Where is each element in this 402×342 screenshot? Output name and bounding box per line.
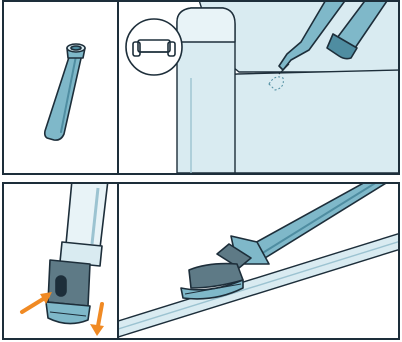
sofa-icon [126,19,182,75]
arrow-down-icon [90,304,104,336]
crevice-tool-illustration [4,2,117,173]
brush-attachment-illustration [4,184,117,338]
instruction-row-crevice-tool [2,0,400,175]
sofa-cleaning-illustration [119,2,400,173]
instruction-row-brush-tool [2,182,400,340]
floor-brushing-illustration [119,184,400,338]
